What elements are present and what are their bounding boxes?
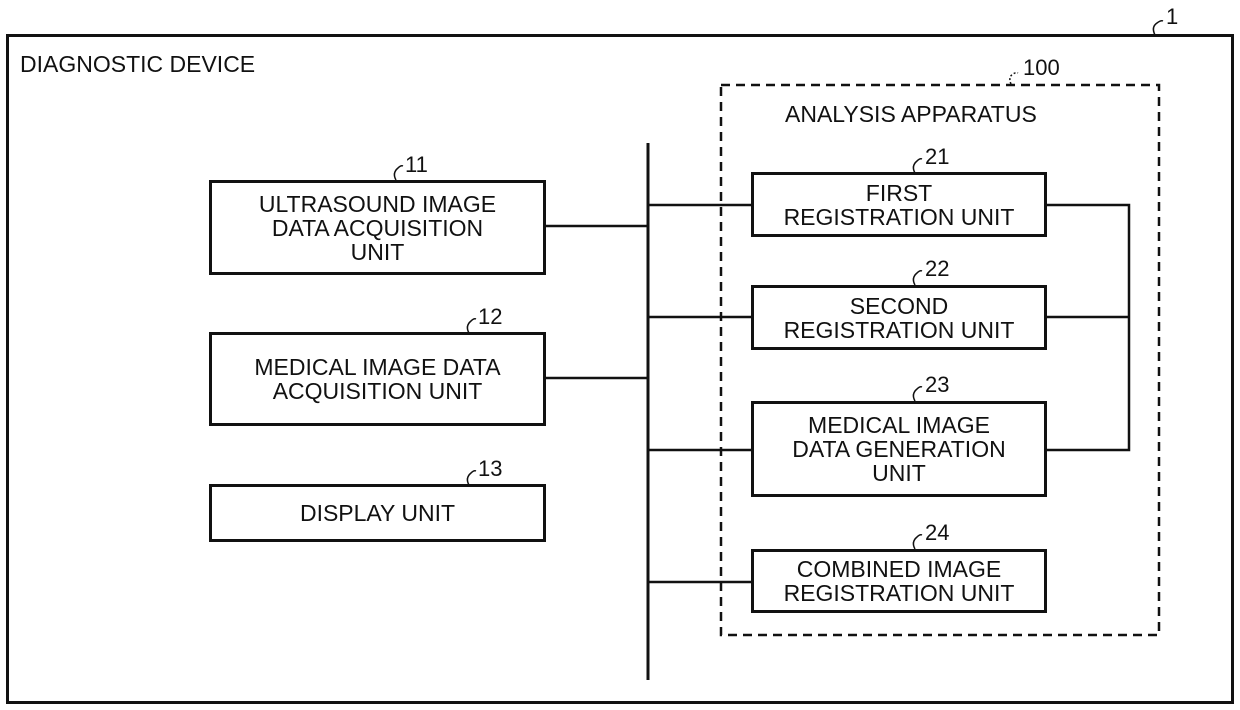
ref-1: 1 (1166, 6, 1178, 28)
leader-1 (1153, 21, 1163, 35)
diagnostic-device-frame (8, 36, 1233, 703)
ref-100: 100 (1023, 57, 1060, 79)
display-unit: DISPLAY UNIT (209, 484, 546, 542)
ref-11: 11 (405, 154, 428, 176)
leader-11 (394, 166, 403, 180)
leader-23 (913, 387, 922, 401)
leader-24 (913, 535, 922, 549)
medical-image-data-acquisition-unit: MEDICAL IMAGE DATA ACQUISITION UNIT (209, 332, 546, 426)
leader-100 (1010, 73, 1018, 84)
ref-13: 13 (478, 458, 502, 480)
ref-24: 24 (925, 522, 949, 544)
ultrasound-image-data-acquisition-unit: ULTRASOUND IMAGE DATA ACQUISITION UNIT (209, 180, 546, 275)
leader-21 (913, 159, 922, 173)
analysis-apparatus-title: ANALYSIS APPARATUS (785, 102, 1037, 126)
ref-12: 12 (478, 306, 502, 328)
ref-21: 21 (925, 146, 949, 168)
leader-22 (913, 271, 922, 285)
medical-image-data-generation-unit: MEDICAL IMAGE DATA GENERATION UNIT (751, 401, 1047, 497)
ref-23: 23 (925, 374, 949, 396)
bracket-21-22-23 (1047, 205, 1129, 450)
diagnostic-device-title: DIAGNOSTIC DEVICE (20, 52, 255, 76)
ref-22: 22 (925, 258, 949, 280)
leader-12 (467, 319, 476, 333)
combined-image-registration-unit: COMBINED IMAGE REGISTRATION UNIT (751, 549, 1047, 613)
leader-13 (467, 471, 476, 485)
second-registration-unit: SECOND REGISTRATION UNIT (751, 285, 1047, 350)
first-registration-unit: FIRST REGISTRATION UNIT (751, 172, 1047, 237)
